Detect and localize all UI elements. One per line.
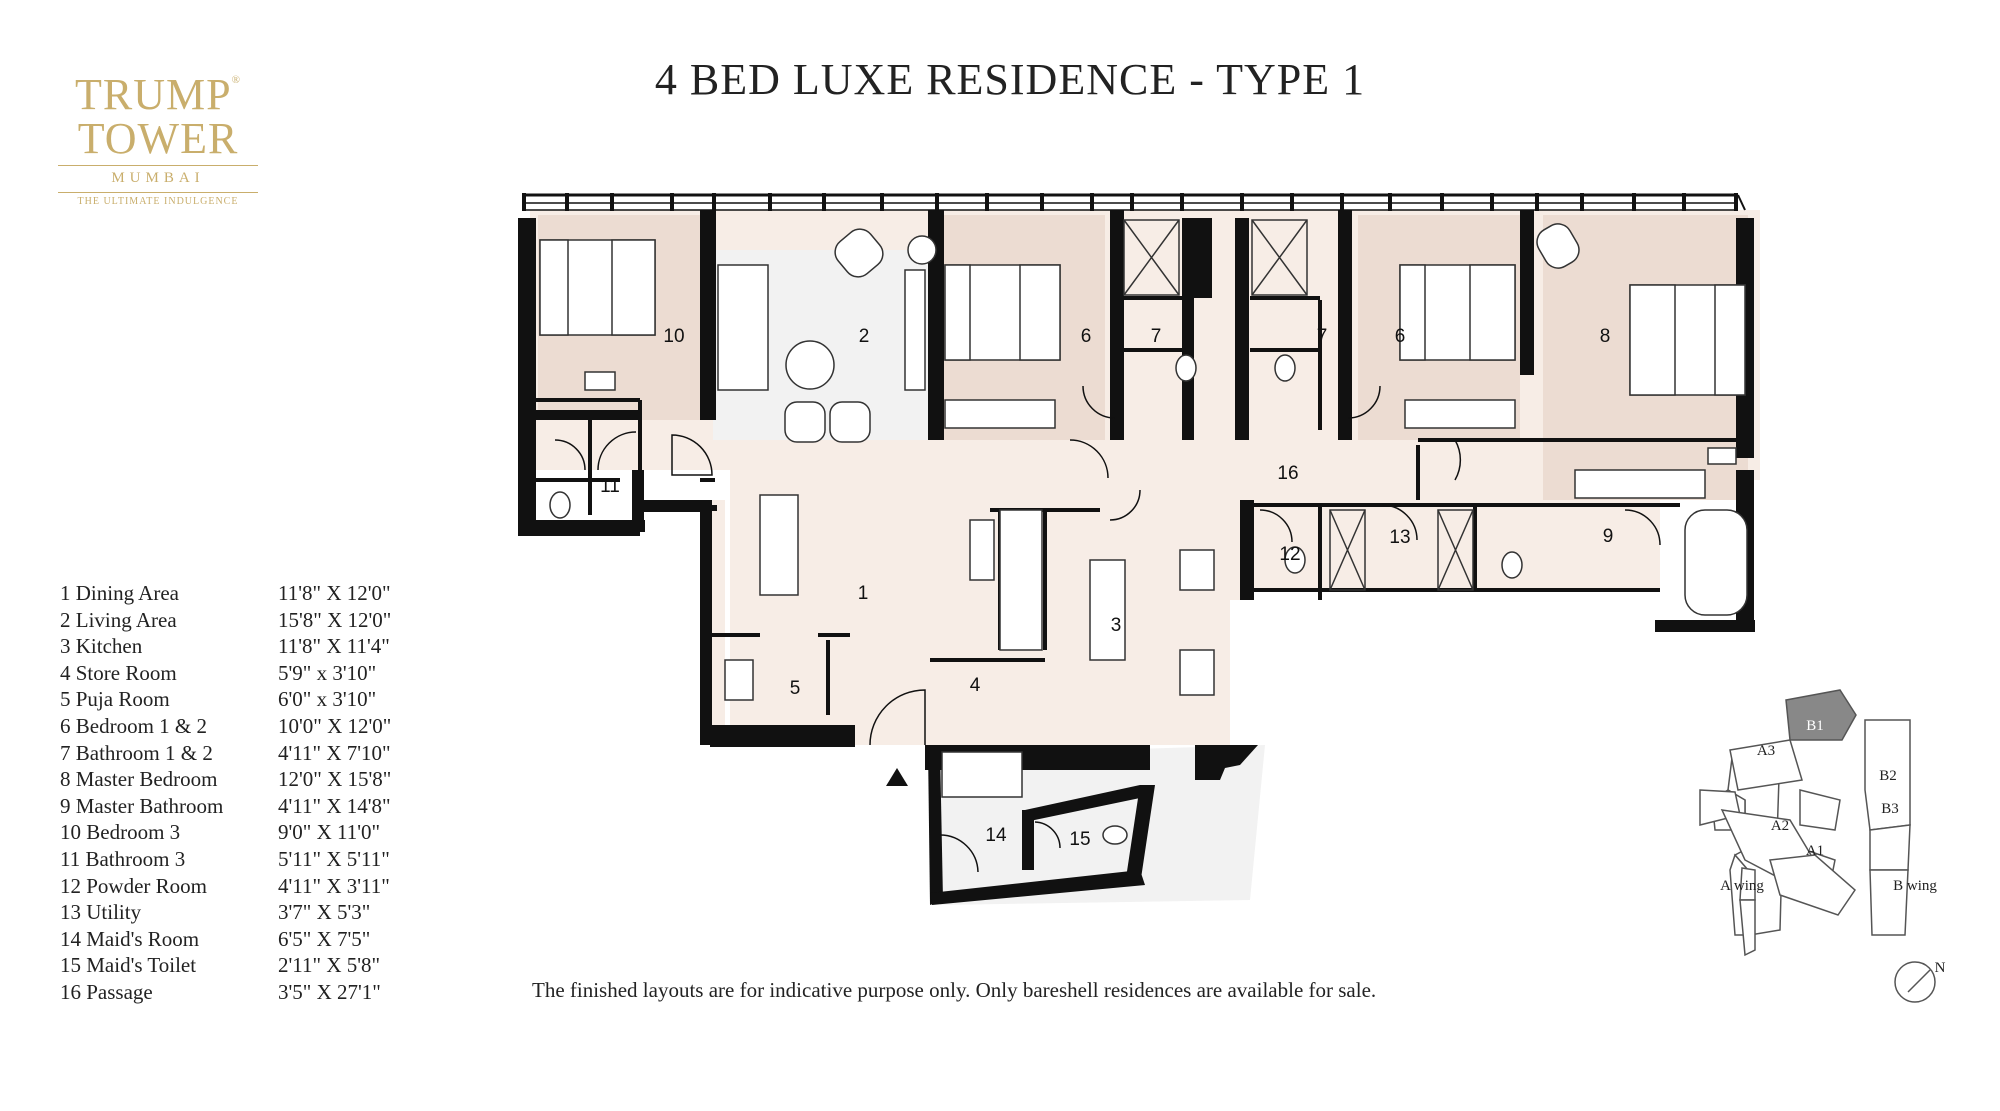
legend-room-name: 11 Bathroom 3 bbox=[60, 846, 186, 871]
room-label-1: 1 bbox=[858, 583, 869, 604]
legend-room-name: 4 Store Room bbox=[60, 660, 177, 685]
bath-11-walls bbox=[520, 405, 717, 535]
room-label-6b: 6 bbox=[1395, 326, 1406, 347]
legend-room-dimensions: 6'5" X 7'5" bbox=[278, 926, 371, 951]
legend-room-name: 1 Dining Area bbox=[60, 581, 179, 605]
legend-room-name: 6 Bedroom 1 & 2 bbox=[60, 713, 207, 738]
legend-room-dimensions: 10'0" X 12'0" bbox=[278, 713, 392, 738]
legend-room-dimensions: 15'8" X 12'0" bbox=[278, 607, 392, 632]
legend-room-name: 8 Master Bedroom bbox=[60, 767, 218, 792]
legend-room-name: 14 Maid's Room bbox=[60, 926, 200, 951]
room-label-8: 8 bbox=[1600, 326, 1611, 347]
legend-row: 7 Bathroom 1 & 2 4'11" X 7'10" bbox=[60, 740, 438, 767]
legend-room-dimensions: 3'5" X 27'1" bbox=[278, 979, 381, 1004]
legend-row: 1 Dining Area 11'8" X 12'0" bbox=[60, 580, 438, 607]
legend-room-dimensions: 9'0" X 11'0" bbox=[278, 820, 381, 845]
legend-row: 14 Maid's Room 6'5" X 7'5" bbox=[60, 926, 438, 953]
compass-icon: N bbox=[1894, 960, 1946, 1003]
legend-room-name: 10 Bedroom 3 bbox=[60, 820, 181, 845]
room-label-15: 15 bbox=[1069, 829, 1090, 850]
legend-room-dimensions: 4'11" X 7'10" bbox=[278, 740, 391, 765]
maid-walls bbox=[928, 748, 1155, 905]
key-plan-a-wing: A wing bbox=[1720, 878, 1764, 894]
room-label-6a: 6 bbox=[1081, 326, 1092, 347]
legend-row: 15 Maid's Toilet 2'11" X 5'8" bbox=[60, 952, 438, 979]
legend-room-name: 12 Powder Room bbox=[60, 873, 207, 898]
legend-row: 4 Store Room 5'9" x 3'10" bbox=[60, 660, 438, 687]
legend-room-dimensions: 2'11" X 5'8" bbox=[278, 953, 381, 978]
legend-room-name: 9 Master Bathroom bbox=[60, 793, 224, 818]
legend-room-dimensions: 11'8" X 11'4" bbox=[278, 634, 390, 659]
legend-row: 10 Bedroom 3 9'0" X 11'0" bbox=[60, 819, 438, 846]
logo-trump: TRUMP® bbox=[75, 70, 241, 119]
legend-room-name: 3 Kitchen bbox=[60, 634, 143, 659]
legend-room-name: 13 Utility bbox=[60, 900, 142, 925]
room-label-7b: 7 bbox=[1317, 326, 1328, 347]
logo-tower: TOWER bbox=[77, 114, 239, 163]
key-plan-b1: B1 bbox=[1806, 718, 1824, 734]
legend-room-dimensions: 11'8" X 12'0" bbox=[278, 581, 391, 605]
legend-room-name: 15 Maid's Toilet bbox=[60, 953, 197, 978]
legend-row: 5 Puja Room 6'0" x 3'10" bbox=[60, 686, 438, 713]
key-plan-b3: B3 bbox=[1881, 801, 1899, 817]
legend-room-dimensions: 6'0" x 3'10" bbox=[278, 687, 377, 712]
legend-row: 2 Living Area 15'8" X 12'0" bbox=[60, 607, 438, 634]
room-label-7a: 7 bbox=[1151, 326, 1162, 347]
logo-tagline: THE ULTIMATE INDULGENCE bbox=[77, 196, 239, 207]
key-plan-b2: B2 bbox=[1879, 768, 1897, 784]
room-label-11: 11 bbox=[600, 476, 620, 497]
legend-row: 13 Utility 3'7" X 5'3" bbox=[60, 899, 438, 926]
room-label-2: 2 bbox=[859, 326, 870, 347]
legend-row: 9 Master Bathroom 4'11" X 14'8" bbox=[60, 793, 438, 820]
room-label-4: 4 bbox=[970, 675, 981, 696]
toilets bbox=[549, 354, 1523, 845]
legend-room-dimensions: 12'0" X 15'8" bbox=[278, 767, 392, 792]
room-label-13: 13 bbox=[1389, 527, 1410, 548]
logo-mumbai: MUMBAI bbox=[111, 170, 205, 186]
room-label-5: 5 bbox=[790, 678, 801, 699]
legend-row: 12 Powder Room 4'11" X 3'11" bbox=[60, 873, 438, 900]
legend-room-dimensions: 5'9" x 3'10" bbox=[278, 660, 377, 685]
legend-room-name: 16 Passage bbox=[60, 979, 153, 1004]
legend-room-dimensions: 5'11" X 5'11" bbox=[278, 846, 390, 871]
legend-room-name: 5 Puja Room bbox=[60, 687, 170, 712]
logo-rule bbox=[58, 165, 258, 166]
legend-room-dimensions: 4'11" X 3'11" bbox=[278, 873, 390, 898]
room-label-10: 10 bbox=[663, 326, 684, 347]
key-plan-a3: A3 bbox=[1757, 743, 1775, 759]
room-label-3: 3 bbox=[1111, 615, 1122, 636]
legend-row: 3 Kitchen 11'8" X 11'4" bbox=[60, 633, 438, 660]
furniture bbox=[539, 223, 1748, 798]
room-label-12: 12 bbox=[1279, 544, 1300, 565]
legend-room-name: 2 Living Area bbox=[60, 607, 177, 632]
legend-row: 16 Passage 3'5" X 27'1" bbox=[60, 979, 438, 1006]
room-label-9: 9 bbox=[1603, 526, 1614, 547]
room-label-16: 16 bbox=[1277, 463, 1298, 484]
shower-cross bbox=[1123, 219, 1474, 591]
room-label-14: 14 bbox=[985, 825, 1007, 846]
key-plan-a1: A1 bbox=[1806, 843, 1824, 859]
room-labels: 1 2 3 4 5 6 6 7 7 8 9 10 11 12 13 14 15 … bbox=[600, 326, 1613, 850]
legend-row: 6 Bedroom 1 & 2 10'0" X 12'0" bbox=[60, 713, 438, 740]
legend-room-dimensions: 3'7" X 5'3" bbox=[278, 900, 371, 925]
key-plan-b-wing: B wing bbox=[1893, 878, 1937, 894]
disclaimer: The finished layouts are for indicative … bbox=[532, 978, 1377, 1002]
key-plan-a2: A2 bbox=[1771, 818, 1789, 834]
legend-row: 8 Master Bedroom 12'0" X 15'8" bbox=[60, 766, 438, 793]
entrance-marker bbox=[886, 768, 908, 786]
legend-room-name: 7 Bathroom 1 & 2 bbox=[60, 740, 213, 765]
key-plan: B1 A3 B2 B3 A2 A1 A wing B wing bbox=[1699, 689, 1937, 957]
brand-logo: TRUMP® TOWER MUMBAI THE ULTIMATE INDULGE… bbox=[58, 58, 258, 209]
mullions bbox=[522, 193, 1738, 211]
legend-row: 11 Bathroom 3 5'11" X 5'11" bbox=[60, 846, 438, 873]
compass-north-label: N bbox=[1935, 960, 1946, 976]
logo-rule-2 bbox=[58, 192, 258, 193]
legend-room-dimensions: 4'11" X 14'8" bbox=[278, 793, 391, 818]
door-swings bbox=[554, 385, 1661, 873]
page-title: 4 BED LUXE RESIDENCE - TYPE 1 bbox=[654, 55, 1366, 104]
